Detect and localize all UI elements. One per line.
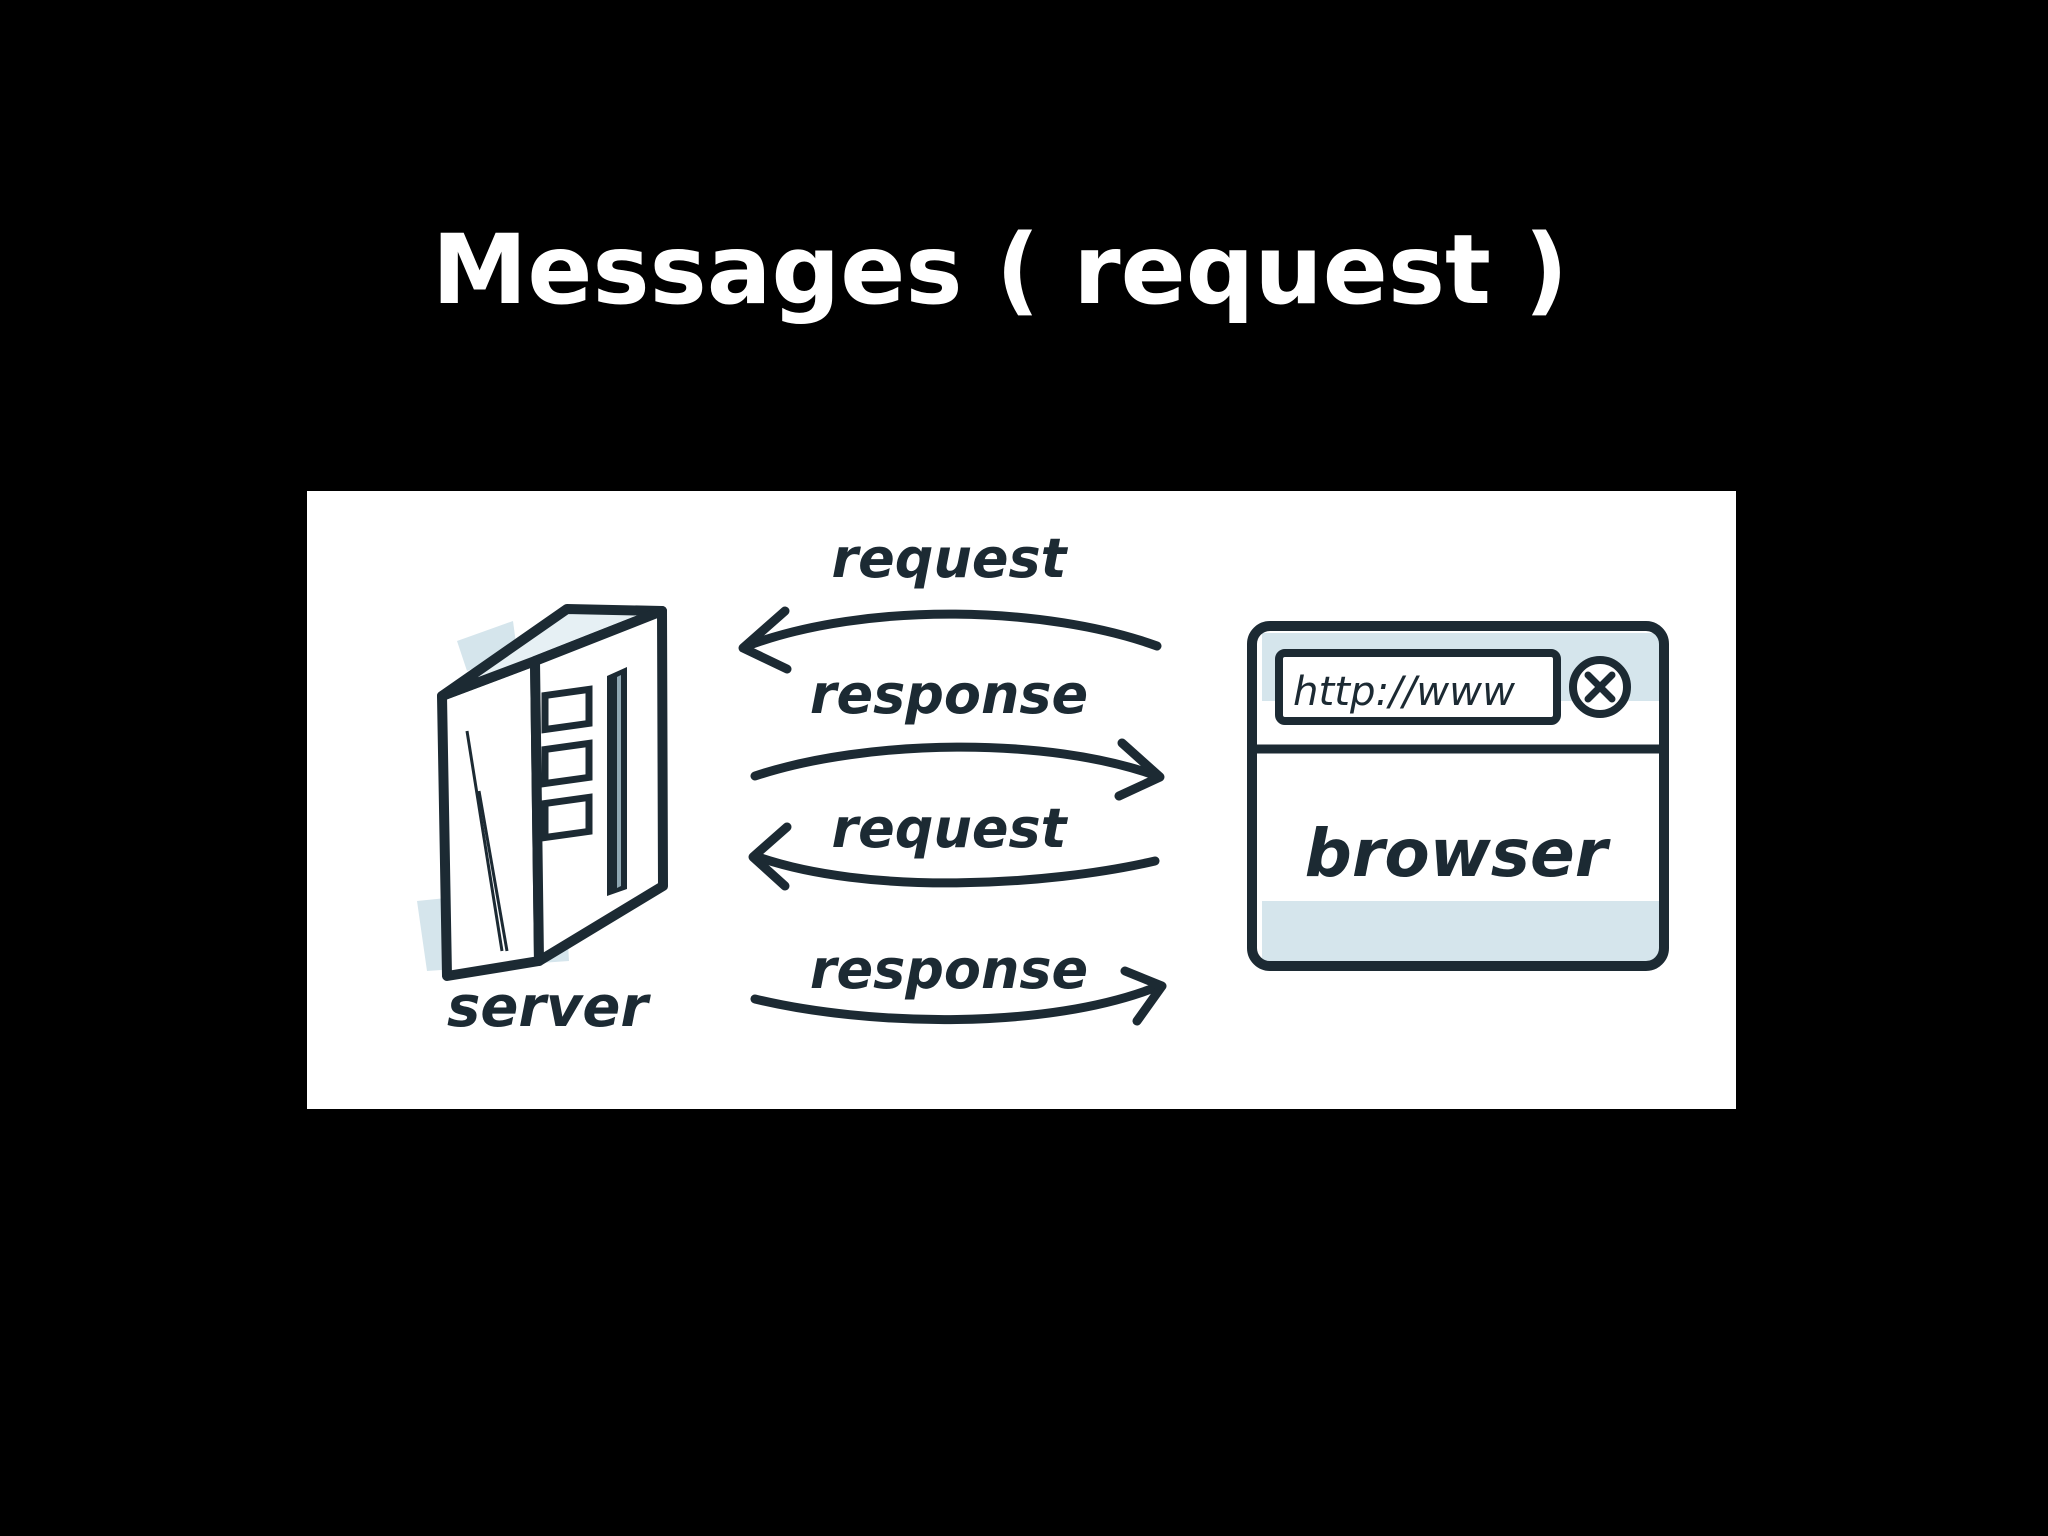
client-server-diagram: server request response request response — [417, 527, 1669, 1040]
response-label-2: response — [810, 938, 1088, 1001]
request-arrow-1 — [738, 606, 1162, 674]
address-bar-text: http://www — [1293, 669, 1515, 715]
response-arrow-2 — [750, 966, 1167, 1026]
request-label-1: request — [832, 527, 1069, 590]
slide-title: Messages ( request ) — [431, 214, 1569, 326]
request-label-2: request — [832, 797, 1069, 860]
diagram-card: server request response request response — [307, 491, 1736, 1109]
response-label-1: response — [810, 663, 1088, 726]
address-bar — [1275, 649, 1561, 725]
server-label: server — [447, 975, 651, 1040]
server-icon — [417, 604, 668, 981]
browser-window — [1247, 621, 1669, 971]
browser-label: browser — [1305, 815, 1611, 892]
close-icon — [1569, 656, 1631, 718]
request-arrow-2 — [748, 822, 1160, 891]
response-arrow-1 — [750, 738, 1165, 801]
